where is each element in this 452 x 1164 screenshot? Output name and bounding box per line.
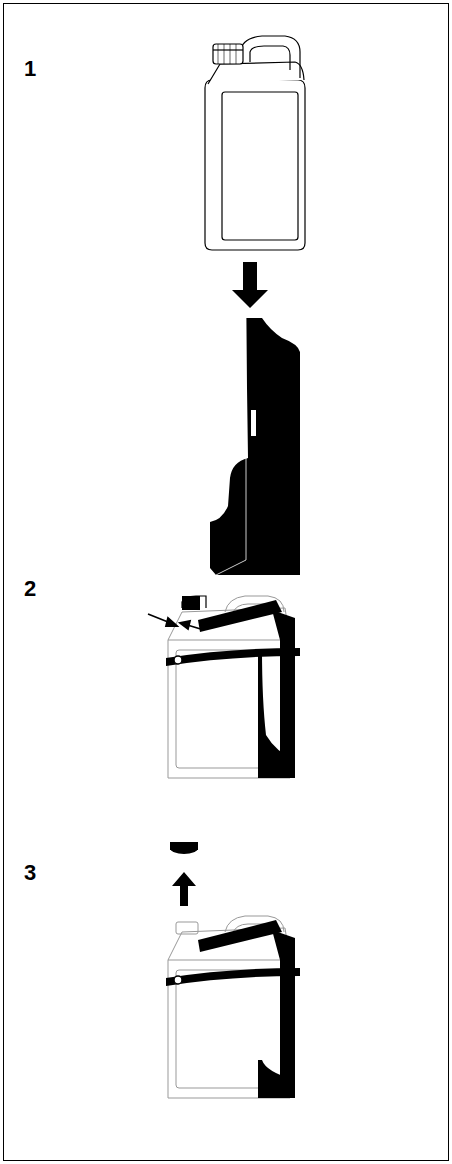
holder bbox=[210, 318, 300, 575]
canister-in-holder bbox=[148, 596, 300, 778]
step-number: 1 bbox=[24, 58, 36, 80]
cap bbox=[170, 842, 198, 850]
cap bbox=[170, 842, 198, 854]
step-number: 3 bbox=[24, 862, 36, 884]
step-number: 2 bbox=[24, 578, 36, 600]
down-arrow bbox=[232, 262, 268, 308]
up-arrow bbox=[172, 872, 196, 906]
frame bbox=[4, 4, 449, 1161]
canister bbox=[205, 36, 305, 250]
open-canister-in-holder bbox=[166, 916, 300, 1098]
